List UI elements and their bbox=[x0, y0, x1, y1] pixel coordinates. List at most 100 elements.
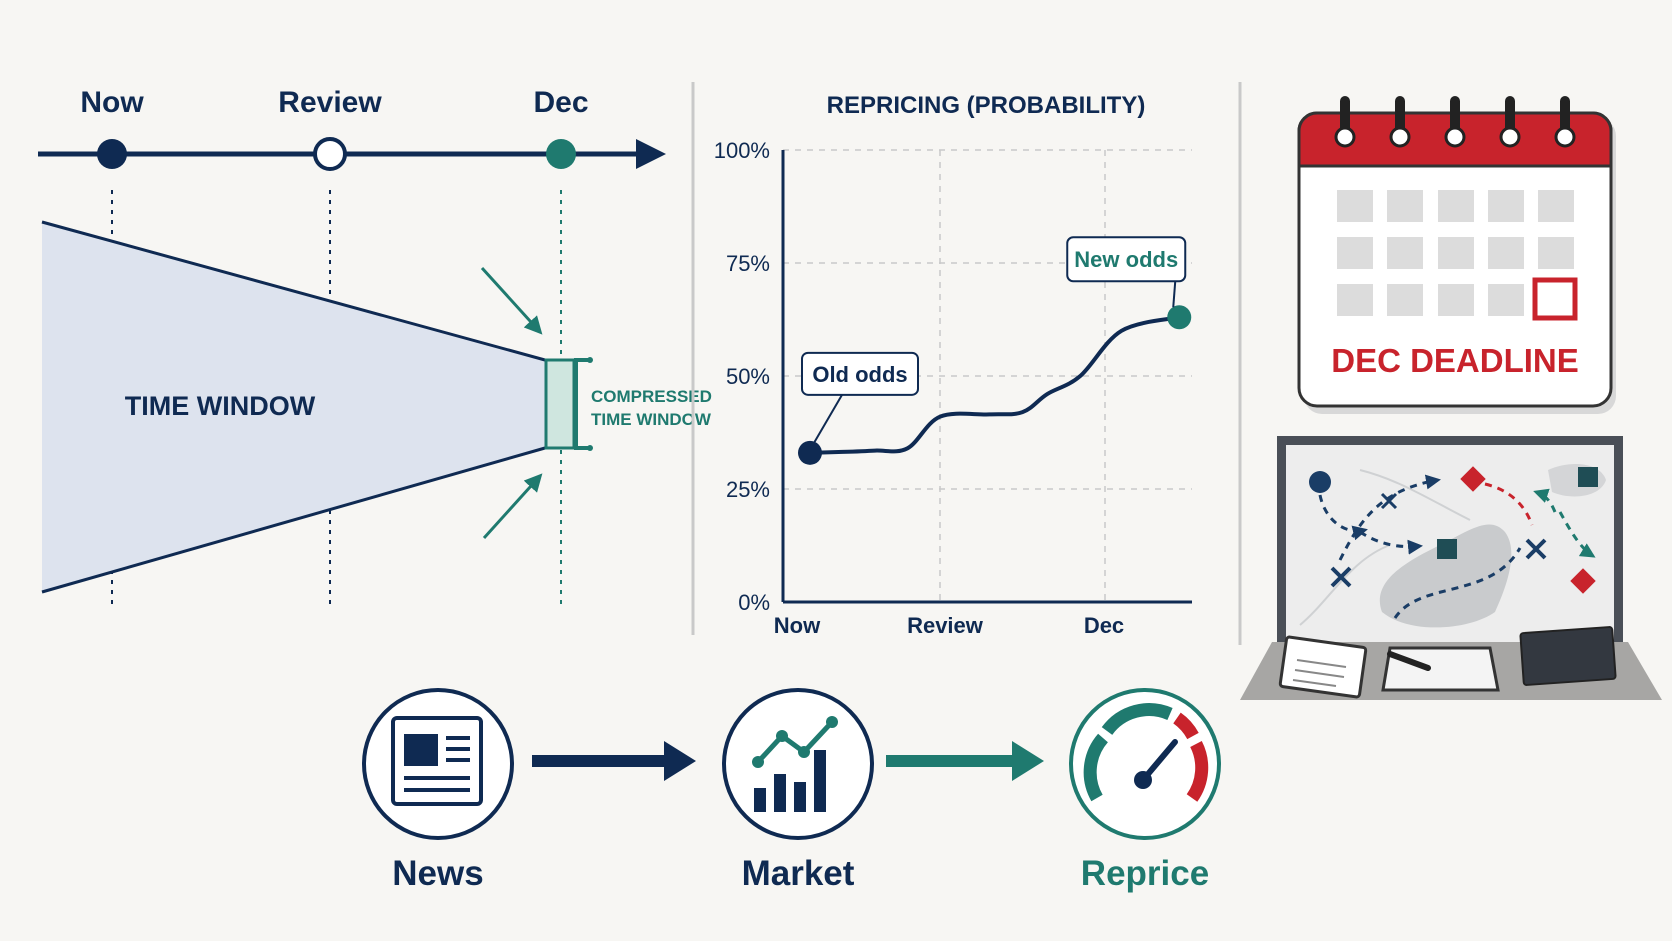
timeline-marker-review bbox=[313, 137, 347, 171]
board-square-marker bbox=[1578, 467, 1598, 487]
time-window-label: TIME WINDOW bbox=[125, 391, 316, 421]
gauge-icon bbox=[1083, 703, 1209, 802]
calendar-day-cell bbox=[1538, 190, 1574, 222]
timeline-label-dec: Dec bbox=[533, 86, 588, 119]
board-square-marker bbox=[1437, 539, 1457, 559]
desk-clipboard bbox=[1278, 635, 1368, 699]
calendar-day-cell bbox=[1488, 284, 1524, 316]
calendar-caption: DEC DEADLINE bbox=[1331, 342, 1579, 379]
board-x-marker bbox=[1330, 566, 1352, 588]
chart-x-tick-label: Now bbox=[774, 613, 821, 638]
chart-end-point bbox=[1167, 305, 1192, 330]
timeline-panel: Now Review Dec TIME WINDOW COMPRESSED TI… bbox=[38, 86, 712, 610]
chart-annotations: Old odds New odds bbox=[801, 236, 1187, 444]
market-chart-icon bbox=[752, 716, 838, 812]
chart-y-tick-label: 100% bbox=[714, 138, 770, 163]
calendar-day-cell bbox=[1387, 237, 1423, 269]
chart-y-tick-label: 50% bbox=[726, 364, 770, 389]
funnel-bottom-edge bbox=[41, 446, 546, 594]
board-x-marker bbox=[1380, 492, 1398, 510]
deadline-day-highlight bbox=[1532, 277, 1578, 321]
board-route-arrow-teal bbox=[1558, 511, 1596, 558]
calendar-day-cell bbox=[1438, 284, 1474, 316]
strategy-board-illustration bbox=[1240, 436, 1662, 700]
chart-annotation-leader bbox=[813, 394, 843, 444]
calendar-day-cell bbox=[1337, 284, 1373, 316]
calendar-day-cell bbox=[1488, 237, 1524, 269]
flow-step-news: News bbox=[392, 854, 483, 893]
calendar-illustration: DEC DEADLINE bbox=[1297, 96, 1616, 414]
flow-step-reprice: Reprice bbox=[1081, 854, 1209, 893]
compressed-label-line2: TIME WINDOW bbox=[591, 410, 712, 429]
flow-arrowhead bbox=[664, 741, 696, 781]
chart-start-point bbox=[798, 440, 822, 465]
desk-book bbox=[1519, 626, 1617, 686]
board-map-region bbox=[1379, 524, 1512, 628]
clipboard-line bbox=[1294, 669, 1345, 678]
calendar-ring bbox=[1560, 96, 1570, 136]
timeline-marker-dec bbox=[546, 139, 576, 169]
board-route-arrow bbox=[1393, 547, 1522, 619]
timeline-marker-now bbox=[97, 139, 127, 169]
chart-y-tick-label: 25% bbox=[726, 477, 770, 502]
news-market-reprice-flow: News Market Reprice bbox=[362, 688, 1221, 893]
board-route-arrow bbox=[1338, 474, 1441, 561]
calendar-ring-hole bbox=[1334, 126, 1356, 148]
timeline-label-review: Review bbox=[278, 86, 382, 119]
calendar-ring-hole bbox=[1499, 126, 1521, 148]
chart-annotation-leader bbox=[1172, 281, 1177, 308]
calendar-day-cell bbox=[1337, 237, 1373, 269]
board-route-arrow bbox=[1359, 530, 1423, 555]
calendar-day-grid bbox=[1337, 190, 1574, 316]
flow-step-market: Market bbox=[742, 854, 855, 893]
calendar-ring bbox=[1395, 96, 1405, 136]
market-step-circle bbox=[722, 688, 874, 840]
desk-pen bbox=[1387, 651, 1431, 671]
bracket-end-dot bbox=[587, 445, 593, 451]
calendar-ring-hole bbox=[1554, 126, 1576, 148]
chart-series bbox=[798, 305, 1192, 465]
timeline-label-now: Now bbox=[80, 86, 144, 119]
compressed-label-line1: COMPRESSED bbox=[591, 387, 712, 406]
calendar-ring-hole bbox=[1389, 126, 1411, 148]
desk-tablet bbox=[1381, 646, 1500, 692]
clipboard-line bbox=[1296, 659, 1347, 668]
chart-x-tick-label: Dec bbox=[1084, 613, 1124, 638]
funnel-top-edge bbox=[41, 220, 546, 362]
repricing-chart: REPRICING (PROBABILITY) 100%75%50%25%0%N… bbox=[714, 92, 1192, 638]
chart-series-line bbox=[809, 315, 1180, 455]
calendar-day-cell bbox=[1538, 237, 1574, 269]
chart-annotation-box bbox=[801, 351, 919, 396]
board-x-marker bbox=[1525, 538, 1547, 560]
chart-x-tick-label: Review bbox=[907, 613, 984, 638]
chart-y-tick-label: 75% bbox=[726, 251, 770, 276]
board-route-arrow-red bbox=[1484, 482, 1534, 526]
calendar-day-cell bbox=[1488, 190, 1524, 222]
chart-annotation-box bbox=[1066, 236, 1187, 283]
clipboard-line bbox=[1292, 679, 1337, 687]
calendar-day-cell bbox=[1387, 284, 1423, 316]
board-start-marker bbox=[1309, 471, 1331, 493]
chart-annotation-label: New odds bbox=[1074, 247, 1178, 272]
chart-y-tick-label: 0% bbox=[738, 590, 770, 615]
calendar-ring bbox=[1505, 96, 1515, 136]
squeeze-arrow-top bbox=[480, 266, 543, 335]
flow-arrowhead bbox=[1012, 741, 1044, 781]
calendar-day-cell bbox=[1337, 190, 1373, 222]
time-window-funnel bbox=[42, 222, 545, 592]
chart-ticks: 100% 75% 50% 25% 0%Now Review Dec bbox=[714, 138, 1124, 638]
calendar-ring-hole bbox=[1444, 126, 1466, 148]
board-route-arrow bbox=[1318, 494, 1368, 541]
board-contour bbox=[1299, 469, 1471, 626]
chart-title: REPRICING (PROBABILITY) bbox=[827, 92, 1146, 119]
compressed-window-block bbox=[544, 358, 576, 450]
squeeze-arrow-bottom bbox=[482, 473, 543, 540]
chart-annotation-label: Old odds bbox=[812, 362, 907, 387]
bracket-end-dot bbox=[587, 357, 593, 363]
calendar-ring bbox=[1340, 96, 1350, 136]
calendar-rings bbox=[1334, 96, 1576, 148]
calendar-day-cell bbox=[1387, 190, 1423, 222]
calendar-day-cell bbox=[1438, 190, 1474, 222]
board-route-arrow-teal bbox=[1533, 488, 1557, 513]
